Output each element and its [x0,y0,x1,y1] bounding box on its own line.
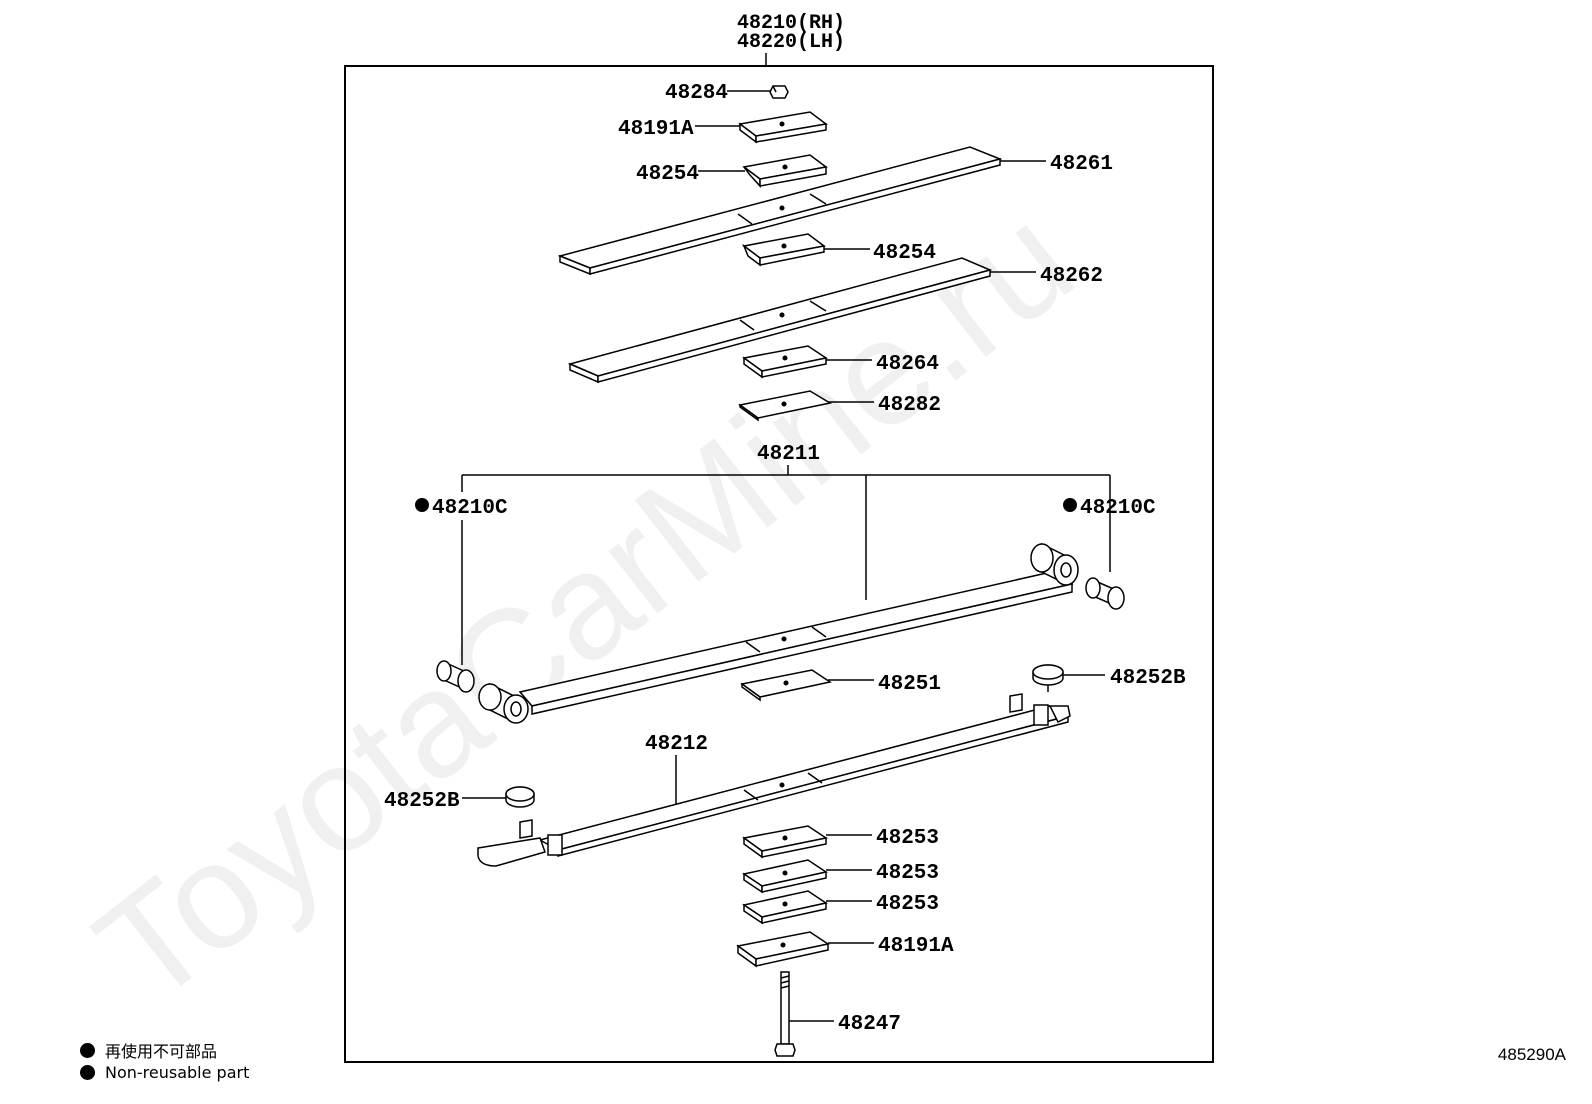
legend-row-jp: 再使用不可部品 [80,1038,217,1062]
clip-48254-lower [742,233,826,267]
bushing-48210c-left [436,660,475,693]
center-bolt-48247 [774,971,796,1057]
main-leaf-48211 [478,542,1079,724]
assembly-label-rh: 48210(RH) [737,12,845,35]
legend-text-en: Non-reusable part [105,1063,250,1082]
label-48210c-left: 48210C [432,497,508,520]
nut-48284 [769,85,789,99]
assembly-frame [344,65,1214,1063]
label-48253-1: 48253 [876,827,939,850]
liner-48251 [740,669,832,702]
label-48252b-left: 48252B [384,790,460,813]
leaf-48212 [477,693,1071,867]
assembly-label-lh: 48220(LH) [737,31,845,54]
leaf-48261 [557,146,1003,276]
bracket-48211 [461,465,1111,600]
spacer-48253-2 [742,859,828,894]
label-48252b-right: 48252B [1110,667,1186,690]
label-48264: 48264 [876,353,939,376]
label-48253-3: 48253 [876,893,939,916]
non-reusable-marker-left [415,498,429,512]
pad-48252b-right [1032,664,1064,692]
legend-text-jp: 再使用不可部品 [105,1042,218,1061]
label-48251: 48251 [878,673,941,696]
spacer-48264 [742,345,828,379]
bushing-48210c-right [1085,577,1125,610]
label-48254-lower: 48254 [873,242,936,265]
label-48210c-right: 48210C [1080,497,1156,520]
legend-dot-icon [80,1065,95,1080]
seat-48191a-bottom [736,931,830,968]
label-48191a-bottom: 48191A [878,935,954,958]
label-48254-upper: 48254 [636,163,699,186]
liner-48282 [738,390,833,422]
label-48282: 48282 [878,394,941,417]
label-48212: 48212 [645,733,708,756]
label-48191a-top: 48191A [618,118,694,141]
plate-48191a-top [738,111,828,144]
label-48253-2: 48253 [876,862,939,885]
label-48262: 48262 [1040,265,1103,288]
label-48261: 48261 [1050,153,1113,176]
legend-row-en: Non-reusable part [80,1063,249,1082]
legend-dot-icon [80,1042,95,1058]
diagram-id: 485290A [1497,1045,1566,1064]
pad-48252b-left [505,786,535,808]
spacer-48253-1 [742,825,828,859]
label-48211: 48211 [757,443,820,466]
clip-48254-upper [742,154,828,188]
label-48247: 48247 [838,1013,901,1036]
spacer-48253-3 [742,890,828,925]
non-reusable-marker-right [1063,498,1077,512]
leaf-48262 [567,257,993,384]
label-48284: 48284 [665,82,728,105]
